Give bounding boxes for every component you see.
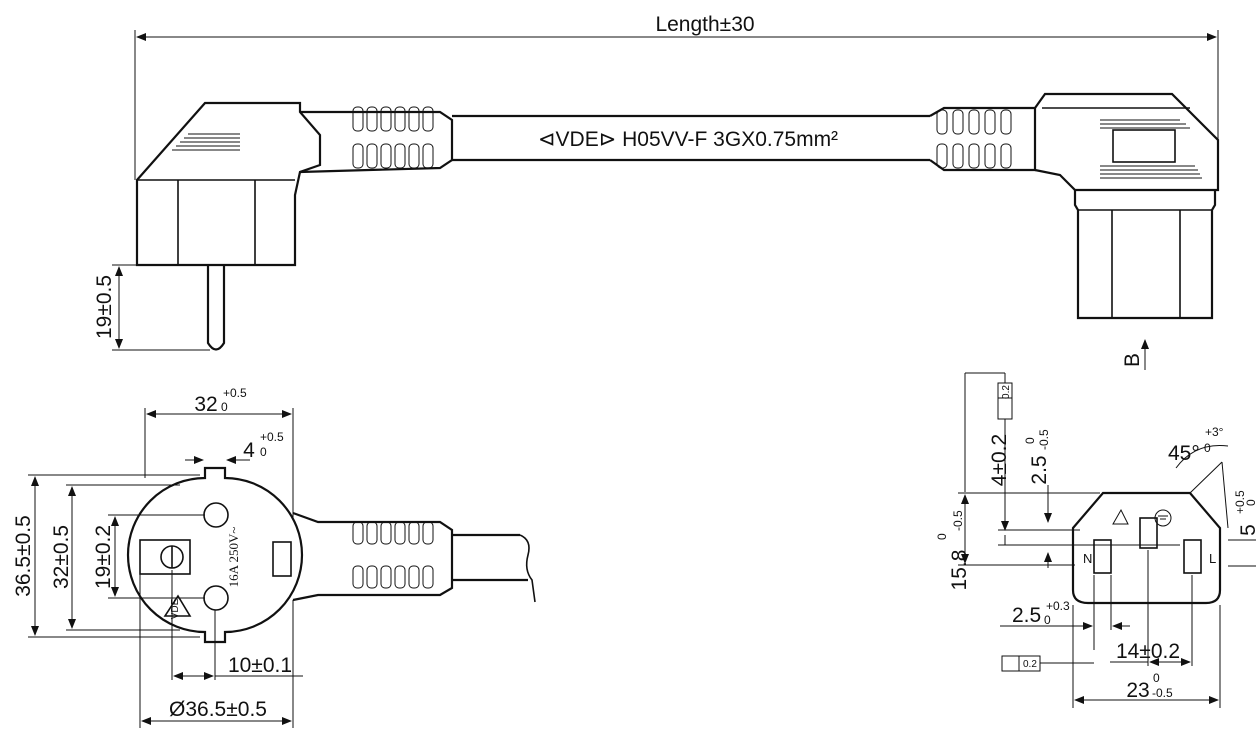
neutral-label: N [1083,551,1092,566]
view-b-label: B [1121,353,1144,367]
connector-width-upper: 0 [1153,671,1160,685]
connector-edge-lower: 0 [1244,499,1256,506]
connector-height-b-upper: 0 [1023,437,1037,444]
plug-width-main: 32 [194,393,217,416]
connector-face-dimensions: 0.2 4±0.2 2.5 0 -0.5 15.8 0 -0.5 45° +3°… [935,372,1256,708]
vde-logo-text: VDE [170,598,181,619]
iec-connector-side-view [929,92,1220,320]
plug-pin-dimension: 19±0.5 [93,264,210,351]
connector-grip-lines [1100,119,1202,179]
tolerance-box-top-value: 0.2 [1001,385,1012,399]
connector-pin-width-lower: 0 [1044,613,1051,627]
connector-angle-main: 45° [1168,442,1200,465]
connector-height-b-lower: -0.5 [1037,429,1051,450]
connector-pin-spacing: 14±0.2 [1116,640,1180,663]
plug-face-dimensions: 32 +0.5 0 4 +0.5 0 36.5±0.5 32±0.5 19±0.… [12,386,303,728]
plug-pin-label: 19±0.5 [93,275,116,339]
cable-marking: ⊲VDE⊳ H05VV-F 3GX0.75mm² [538,128,838,151]
length-label: Length±30 [655,13,754,36]
connector-height-c-main: 15.8 [948,550,971,591]
plug-face-ribs [352,521,434,589]
view-b-marker: B [1121,339,1149,370]
connector-angle-lower: 0 [1204,441,1211,455]
plug-strain-relief-ribs [352,106,434,169]
connector-angle-upper: +3° [1205,425,1224,439]
length-dimension: Length±30 [134,13,1219,180]
plug-rating: 16A 250V~ [226,527,241,588]
connector-edge-upper: +0.5 [1233,490,1247,514]
tolerance-box-bottom-value: 0.2 [1023,659,1037,670]
plug-width-tol-lower: 0 [221,400,228,414]
plug-pin-offset-tol-upper: +0.5 [260,430,284,444]
connector-strain-relief-ribs [936,109,1012,169]
connector-width-main: 23 [1126,679,1149,702]
plug-face-view: 16A 250V~ VDE [126,466,536,644]
connector-height-b-main: 2.5 [1028,455,1051,484]
connector-pin-width-upper: +0.3 [1046,599,1070,613]
plug-pin-offset-main: 4 [243,439,255,462]
plug-height-inner: 19±0.2 [92,525,115,589]
connector-height-c-lower: -0.5 [951,510,965,531]
connector-height-a: 4±0.2 [988,434,1011,486]
connector-width-lower: -0.5 [1152,686,1173,700]
plug-height-mid: 32±0.5 [50,525,73,589]
connector-face-view: N L [1071,491,1222,605]
plug-diameter: Ø36.5±0.5 [169,698,267,721]
plug-pin-spacing: 10±0.1 [228,654,292,677]
plug-height-outer: 36.5±0.5 [12,515,35,597]
schuko-plug-side-view [135,101,454,351]
live-label: L [1209,551,1216,566]
plug-width-tol-upper: +0.5 [223,386,247,400]
connector-pin-width-main: 2.5 [1012,604,1041,627]
connector-height-c-upper: 0 [935,533,949,540]
connector-edge-main: 5 [1237,524,1256,536]
cable: ⊲VDE⊳ H05VV-F 3GX0.75mm² [452,114,930,162]
plug-pin-offset-tol-lower: 0 [260,445,267,459]
